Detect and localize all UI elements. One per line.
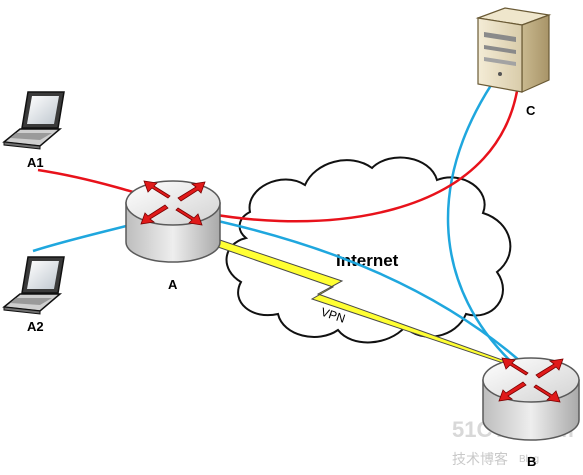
router-b-top (482, 357, 580, 403)
router-a (125, 180, 221, 263)
router-b-arrows (498, 357, 564, 403)
label-a2: A2 (27, 319, 44, 334)
server-c-side (521, 14, 550, 93)
blue-path-b-to-c (446, 51, 521, 371)
internet-cloud: Internet (225, 156, 512, 344)
server-c (475, 7, 552, 93)
router-a-top (125, 180, 221, 226)
router-b (482, 357, 580, 441)
laptop-a2 (2, 256, 65, 315)
red-path-a-to-c (169, 57, 522, 223)
server-c-front (477, 17, 523, 93)
label-server-c: C (526, 103, 536, 118)
laptop-a1 (2, 91, 65, 150)
label-router-b: B (527, 454, 536, 469)
watermark-blog: Blog (519, 454, 539, 465)
label-a1: A1 (27, 155, 44, 170)
internet-label: Internet (336, 251, 399, 270)
label-router-a: A (168, 277, 178, 292)
watermark-sub: 技术博客 (452, 451, 508, 467)
router-a-arrows (140, 180, 206, 226)
